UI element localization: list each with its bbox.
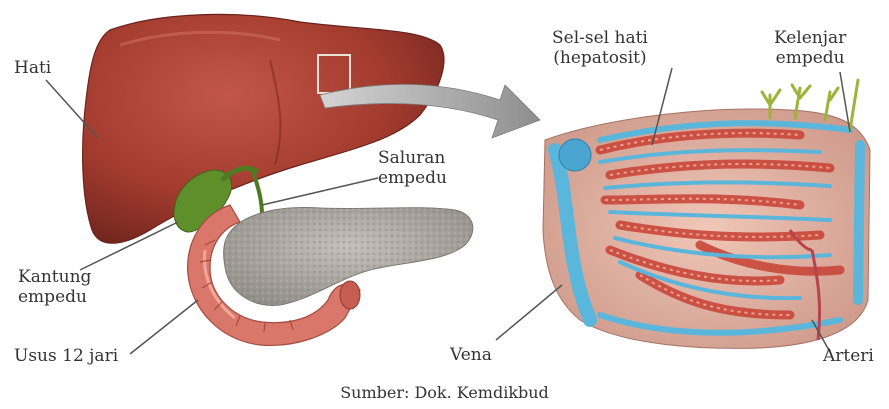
label-hati: Hati <box>14 58 51 78</box>
label-arteri: Arteri <box>823 346 874 366</box>
label-kelenjar-line1: Kelenjar <box>774 28 846 48</box>
label-kantung-line2: empedu <box>18 287 91 307</box>
label-kantung-line1: Kantung <box>18 267 91 287</box>
label-saluran-empedu: Saluran empedu <box>378 148 447 188</box>
label-saluran-line1: Saluran <box>378 148 447 168</box>
label-usus-12-jari: Usus 12 jari <box>14 346 118 366</box>
liver-lobule-block <box>543 80 870 348</box>
source-caption: Sumber: Dok. Kemdikbud <box>0 383 889 403</box>
label-kelenjar-line2: empedu <box>774 48 846 68</box>
label-sel-sel-hati: Sel-sel hati (hepatosit) <box>552 28 648 68</box>
label-sel-line1: Sel-sel hati <box>552 28 648 48</box>
label-saluran-line2: empedu <box>378 168 447 188</box>
label-sel-line2: (hepatosit) <box>552 48 648 68</box>
label-kantung-empedu: Kantung empedu <box>18 267 91 307</box>
label-kelenjar-empedu: Kelenjar empedu <box>774 28 846 68</box>
label-vena: Vena <box>450 345 492 365</box>
